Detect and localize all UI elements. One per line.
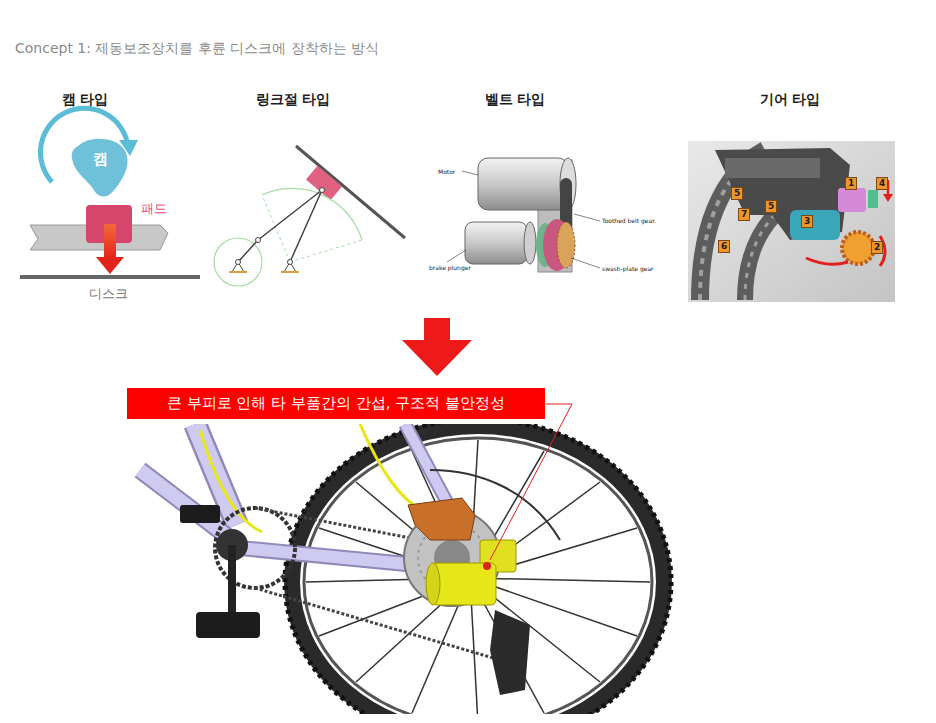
illustration-g: [306, 440, 650, 714]
linkage-illustration: [214, 146, 405, 286]
illustration-line: [290, 190, 322, 262]
illustration-rect: [868, 190, 878, 208]
illustration-polygon: [96, 257, 124, 274]
part-label: brake plunger: [429, 264, 471, 272]
illustration-line: [228, 545, 236, 620]
illustration-circle: [483, 562, 491, 570]
callout-number: 5: [765, 200, 777, 213]
illustration-circle: [842, 232, 874, 264]
leader-line: [490, 404, 572, 560]
illustration-rect: [478, 158, 568, 210]
illustration-path: [408, 498, 475, 540]
illustration-circle: [215, 508, 295, 588]
illustration-rect: [790, 210, 840, 240]
illustration-ellipse: [304, 438, 652, 714]
callout-number: 6: [718, 240, 730, 253]
cam-shape: 캠: [68, 137, 132, 199]
illustration-line: [462, 171, 478, 175]
part-label: 패드: [141, 200, 167, 218]
part-label: Motor: [438, 168, 455, 176]
illustration-ellipse: [292, 426, 664, 714]
illustration-ellipse: [426, 563, 440, 605]
type-heading: 링크절 타입: [256, 91, 331, 109]
illustration-path: [490, 610, 530, 695]
illustration-rect: [688, 141, 895, 302]
illustration-circle: [236, 260, 241, 265]
callout-number: 3: [801, 215, 813, 228]
page-title: Concept 1: 제동보조장치를 후륜 디스크에 장착하는 방식: [15, 40, 379, 58]
down-arrow: [402, 318, 472, 376]
illustration-ellipse: [524, 222, 536, 264]
illustration-path: [715, 148, 850, 240]
gear-illustration: [688, 141, 895, 302]
illustration-line: [574, 214, 600, 221]
illustration-circle: [320, 188, 325, 193]
bike-illustration: [140, 424, 671, 714]
illustration-line: [290, 240, 362, 262]
part-label: swash-plate gear: [602, 265, 654, 273]
callout-number: 2: [871, 241, 883, 254]
part-label: 디스크: [89, 285, 128, 303]
illustration-line: [238, 240, 258, 262]
illustration-ellipse: [557, 222, 575, 268]
illustration-line: [20, 275, 200, 279]
callout-number: 5: [731, 187, 743, 200]
illustration-line: [296, 146, 405, 238]
banner-text: 큰 부피로 인해 타 부품간의 간섭, 구조적 불안정성: [167, 394, 505, 413]
type-heading: 벨트 타입: [485, 91, 546, 109]
illustration-path: [360, 424, 425, 512]
cam-illustration: [20, 108, 200, 277]
type-heading: 캠 타입: [62, 91, 109, 109]
illustration-line: [447, 250, 466, 262]
illustration-ellipse: [285, 424, 671, 714]
cam-label: 캠: [68, 150, 132, 169]
illustration-circle: [288, 260, 293, 265]
illustration-line: [571, 258, 600, 268]
illustration-rect: [180, 505, 220, 523]
belt-illustration: [447, 158, 600, 272]
illustration-line: [281, 271, 299, 273]
callout-number: 7: [738, 208, 750, 221]
illustration-line: [262, 195, 290, 262]
part-label: Toothed belt gear.: [602, 217, 656, 225]
type-heading: 기어 타입: [760, 91, 821, 109]
illustration-path: [806, 258, 848, 264]
illustration-line: [229, 271, 247, 273]
illustration-rect: [196, 612, 260, 638]
illustration-line: [470, 578, 650, 582]
illustration-rect: [465, 222, 527, 264]
illustration-circle: [256, 238, 261, 243]
illustration-circle: [214, 238, 262, 286]
illustration-rect: [104, 224, 116, 259]
illustration-rect: [725, 158, 820, 178]
callout-number: 1: [845, 177, 857, 190]
illustration-line: [258, 190, 322, 240]
callout-number: 4: [876, 177, 888, 190]
illustration-polygon: [883, 194, 893, 202]
warning-banner: 큰 부피로 인해 타 부품간의 간섭, 구조적 불안정성: [127, 388, 545, 419]
illustration-rect: [306, 166, 342, 200]
illustration-rect: [838, 188, 866, 212]
illustration-rect: [432, 563, 496, 605]
